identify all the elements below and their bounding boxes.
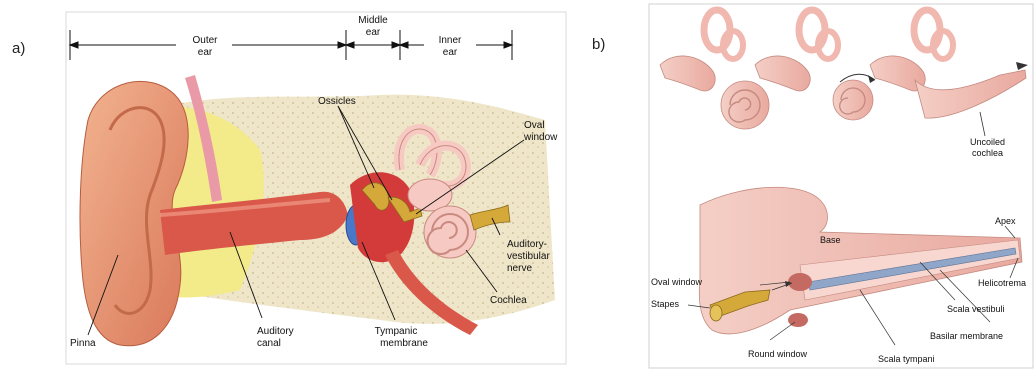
scala-vestibuli-label: Scala vestibuli — [947, 304, 1005, 314]
auditory-vestibular-label-line3: nerve — [507, 263, 532, 274]
uncoiled-cochlea-label-line2: cochlea — [972, 148, 1003, 158]
auditory-canal-label-line2: canal — [257, 338, 281, 349]
outer-ear-label-line2: ear — [198, 47, 213, 58]
middle-ear-label-line1: Middle — [358, 15, 388, 26]
oval-window-label-line2: window — [523, 132, 558, 143]
middle-ear-label-line2: ear — [366, 27, 381, 38]
oval-window-label-line1: Oval — [524, 120, 545, 131]
ear-cross-section-illustration — [80, 75, 555, 346]
base-label: Base — [820, 235, 841, 245]
tympanic-membrane-label-line1: Tympanic — [375, 326, 418, 337]
uncoiled-cochlea-label-line1: Uncoiled — [970, 137, 1005, 147]
inner-ear-label-line2: ear — [443, 47, 458, 58]
round-window-label: Round window — [748, 349, 808, 359]
auditory-vestibular-label-line2: vestibular — [507, 251, 550, 262]
outer-ear-label-line1: Outer — [192, 35, 218, 46]
basilar-membrane-label: Basilar membrane — [930, 331, 1003, 341]
cochlea-label: Cochlea — [490, 295, 527, 306]
apex-label: Apex — [995, 216, 1016, 226]
ossicles-label: Ossicles — [318, 96, 356, 107]
auditory-canal-label-line1: Auditory — [257, 326, 294, 337]
pinna-label: Pinna — [70, 338, 96, 349]
scala-tympani-label: Scala tympani — [878, 354, 935, 364]
inner-ear-label-line1: Inner — [439, 35, 462, 46]
stapes-label: Stapes — [651, 299, 680, 309]
tympanic-membrane-label-line2: membrane — [380, 338, 428, 349]
oval-window-b-label: Oval window — [651, 277, 703, 287]
helicotrema-label: Helicotrema — [978, 278, 1026, 288]
auditory-vestibular-label-line1: Auditory- — [507, 239, 547, 250]
